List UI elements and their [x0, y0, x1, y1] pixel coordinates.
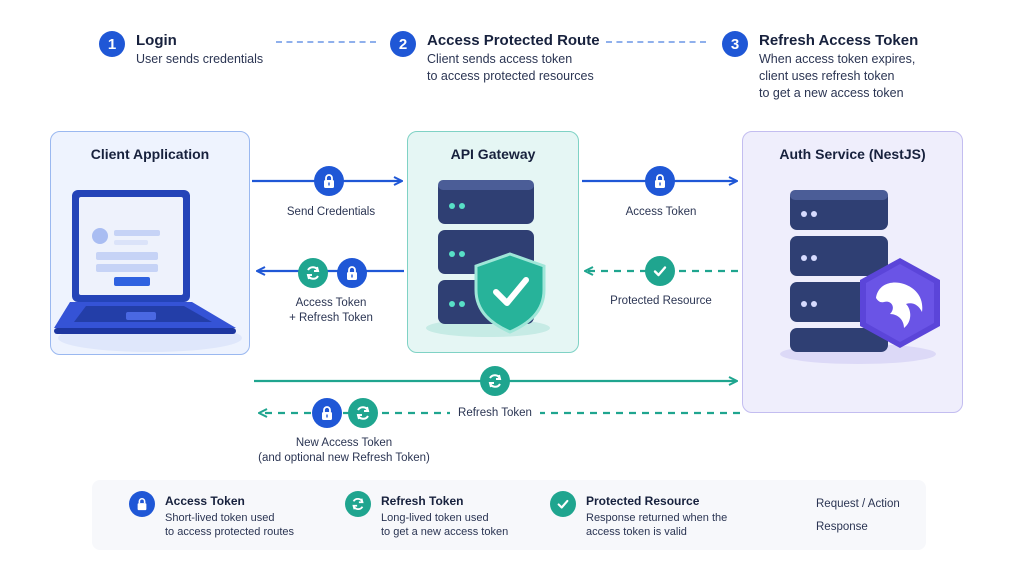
- access-token-response-label: Access Token: [295, 297, 367, 309]
- optional-refresh-token-label: (and optional new Refresh Token): [258, 452, 430, 464]
- legend-refresh-token-desc-2: to get a new access token: [381, 526, 509, 538]
- lock-icon: [312, 398, 342, 428]
- refresh-icon: [298, 258, 328, 288]
- gateway-server-icon: [426, 180, 550, 337]
- legend-check-icon: [550, 491, 576, 517]
- auth-server-icon: [780, 190, 940, 364]
- api-gateway-title: API Gateway: [450, 146, 536, 162]
- access-token-label: Access Token: [625, 206, 697, 218]
- lock-icon: [645, 166, 675, 196]
- client-application-title: Client Application: [90, 146, 210, 162]
- legend-access-token-desc-2: to access protected routes: [165, 526, 295, 538]
- step-3-title: Refresh Access Token: [759, 32, 919, 49]
- legend-panel: [92, 480, 926, 550]
- legend-refresh-token-desc-1: Long-lived token used: [381, 512, 489, 524]
- refresh-icon: [480, 366, 510, 396]
- legend-protected-resource-title: Protected Resource: [586, 494, 700, 508]
- legend-response-label: Response: [816, 521, 868, 533]
- step-connector: [606, 41, 706, 43]
- lock-icon: [314, 166, 344, 196]
- step-2-number: 2: [390, 31, 416, 57]
- step-3-desc-line-2: client uses refresh token: [759, 69, 895, 83]
- legend-access-token-desc-1: Short-lived token used: [165, 512, 275, 524]
- refresh-token-label: Refresh Token: [450, 406, 540, 421]
- legend-refresh-token-title: Refresh Token: [381, 494, 464, 508]
- protected-resource-label: Protected Resource: [610, 295, 712, 307]
- lock-icon: [337, 258, 367, 288]
- step-3-desc-line-3: to get a new access token: [759, 86, 904, 100]
- step-1-title: Login: [136, 32, 177, 49]
- legend-request-label: Request / Action: [816, 498, 900, 510]
- legend-protected-resource-desc-2: access token is valid: [586, 526, 687, 538]
- legend-access-token-title: Access Token: [165, 494, 245, 508]
- check-icon: [645, 256, 675, 286]
- step-1-desc: User sends credentials: [136, 52, 264, 66]
- step-2-desc-line-2: to access protected resources: [427, 69, 594, 83]
- step-3-number: 3: [722, 31, 748, 57]
- send-credentials-label: Send Credentials: [286, 206, 376, 218]
- auth-service-title: Auth Service (NestJS): [779, 146, 926, 162]
- new-access-token-label: New Access Token: [295, 437, 393, 449]
- step-3-desc-line-1: When access token expires,: [759, 52, 916, 66]
- laptop-icon: [54, 190, 242, 352]
- refresh-token-response-label: + Refresh Token: [289, 312, 373, 324]
- legend-refresh-icon: [345, 491, 371, 517]
- legend-lock-icon: [129, 491, 155, 517]
- step-connector: [276, 41, 376, 43]
- step-2-title: Access Protected Route: [427, 32, 600, 49]
- refresh-icon: [348, 398, 378, 428]
- legend-protected-resource-desc-1: Response returned when the: [586, 512, 728, 524]
- step-1-number: 1: [99, 31, 125, 57]
- step-2-desc-line-1: Client sends access token: [427, 52, 573, 66]
